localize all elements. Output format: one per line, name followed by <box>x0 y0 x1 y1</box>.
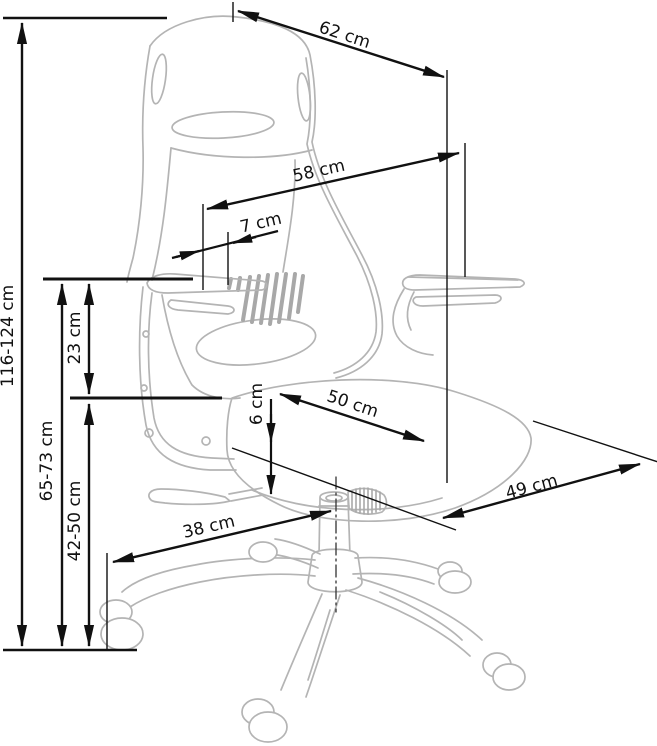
chair-drawing <box>99 15 532 743</box>
base-leg-front-center-detail <box>307 609 331 681</box>
dim-label-floor-to-seat: 42-50 cm <box>65 481 85 562</box>
dim-top-width <box>236 9 446 79</box>
gas-lift-body <box>318 497 351 557</box>
armrest-right-slot <box>412 294 502 307</box>
base-hub <box>307 548 363 593</box>
armrest-left-frame-outer <box>138 286 237 471</box>
dim-label-base-reach: 38 cm <box>181 511 237 542</box>
frame-screw-1 <box>142 330 150 338</box>
caster-rear-left <box>248 541 278 563</box>
base-leg-front-right <box>345 577 483 657</box>
frame-screw-3 <box>144 428 154 438</box>
tilt-lever <box>148 488 231 506</box>
dim-label-floor-to-armrest: 65-73 cm <box>37 421 57 502</box>
backrest-lower-left-edge <box>161 294 241 400</box>
armrest-right-support-inner <box>406 291 415 331</box>
armrest-right-pad <box>401 274 525 291</box>
seat-outline <box>225 378 532 522</box>
mesh-panel-top <box>170 147 313 159</box>
base-leg-front-right-detail <box>379 591 463 641</box>
tilt-lever-link <box>228 487 264 502</box>
seat-front-contour <box>251 489 443 511</box>
headrest-slot-left <box>150 53 168 105</box>
frame-screw-4 <box>201 436 211 446</box>
armrest-left-slot <box>167 299 235 315</box>
armrest-left-pad <box>146 272 268 294</box>
lumbar-mesh-oval <box>195 318 317 366</box>
backrest-outline <box>149 15 384 379</box>
caster-front-right-wheel <box>492 663 526 691</box>
gas-lift-top-inner <box>325 494 343 502</box>
backrest-outline-inner-right <box>305 57 378 374</box>
dim-seat-width <box>441 462 642 520</box>
dim-label-seat-thickness: 6 cm <box>247 383 267 425</box>
dim-label-armrest-above-seat: 23 cm <box>65 312 85 365</box>
caster-front-center-wheel <box>248 711 288 743</box>
headrest-hole <box>171 110 275 140</box>
dim-backrest-width <box>205 151 461 211</box>
headrest-slot-right <box>296 72 312 122</box>
dimension-annotations <box>3 2 657 652</box>
dim-label-top-width: 62 cm <box>316 18 373 53</box>
extension-lines <box>106 2 657 649</box>
dim-label-total-height: 116-124 cm <box>0 285 18 387</box>
dim-label-headrest-depth: 7 cm <box>238 209 284 238</box>
caster-rear-right-wheel <box>438 570 472 594</box>
lumbar-hatch <box>227 272 305 326</box>
backrest-left-edge <box>126 45 151 283</box>
dimension-labels: 116-124 cm 65-73 cm 23 cm 42-50 cm 62 cm… <box>0 18 560 562</box>
frame-screw-2 <box>140 384 148 392</box>
gas-lift-top <box>319 491 349 503</box>
dim-seat-depth <box>278 392 426 443</box>
mesh-panel-left <box>151 147 172 281</box>
armrest-left-frame-inner <box>147 292 235 460</box>
base-leg-left <box>121 557 316 608</box>
armrest-right-support <box>392 288 434 356</box>
base-leg-front-center <box>280 593 341 698</box>
dim-base-reach <box>111 509 333 564</box>
dim-headrest-depth <box>171 229 279 261</box>
base-leg-rear-right <box>352 556 439 585</box>
armrest-right-pad-top <box>407 276 519 281</box>
